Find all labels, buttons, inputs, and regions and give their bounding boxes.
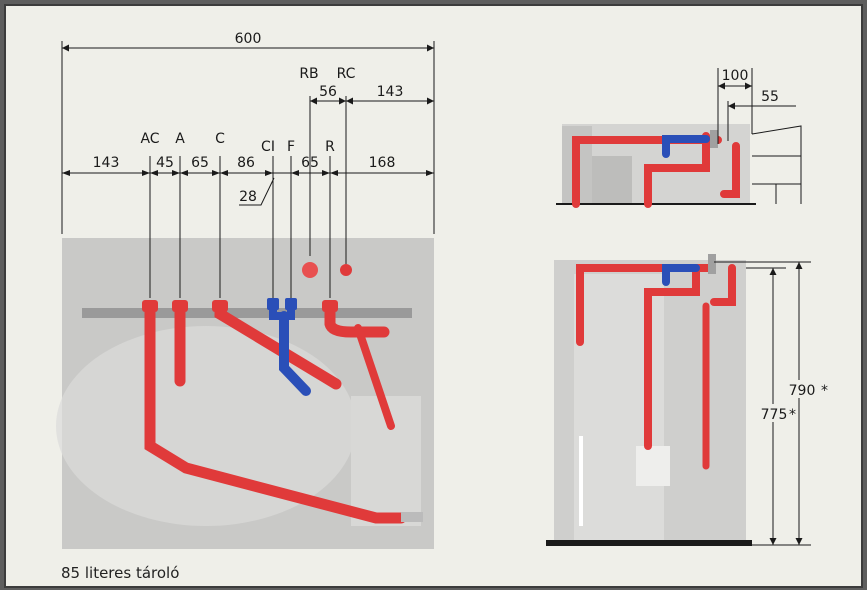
diagram-frame: 600 RB RC 56 143 AC A C CI F R 143 45 65… — [4, 4, 863, 588]
dim-168-label: 168 — [369, 155, 396, 171]
side-view-label-plate — [636, 446, 670, 486]
hot-fittings — [142, 300, 338, 312]
dim-775-bg — [753, 404, 795, 422]
side-view-valve — [708, 254, 716, 274]
conn-c-label: C — [215, 131, 225, 147]
front-view: 600 RB RC 56 143 AC A C CI F R 143 45 65… — [56, 31, 435, 549]
conn-ci-label: CI — [261, 139, 275, 155]
tank-front-shade — [56, 326, 356, 526]
dim-600-label: 600 — [235, 31, 262, 47]
dim-775-asterisk: * — [789, 407, 796, 423]
side-view-pipes — [576, 264, 736, 470]
dim-28-leader — [239, 177, 275, 206]
conn-f-label: F — [287, 139, 295, 155]
dim-790-asterisk: * — [821, 383, 828, 399]
caption: 85 literes tároló — [61, 564, 180, 582]
top-view-pipes — [572, 132, 740, 208]
rc-port — [340, 264, 352, 276]
cold-fittings — [267, 298, 297, 310]
rb-port — [302, 262, 318, 278]
top-view-tank — [592, 156, 632, 204]
dim-65-a-c-label: 65 — [191, 155, 209, 171]
rc-label: RC — [337, 66, 356, 82]
pipe-layout-diagram: 600 RB RC 56 143 AC A C CI F R 143 45 65… — [56, 31, 828, 549]
top-view-wall — [751, 125, 802, 204]
dim-790-label: 790 — [789, 383, 816, 399]
drain-valve — [401, 512, 423, 522]
conn-ac-label: AC — [140, 131, 159, 147]
conn-a-label: A — [175, 131, 185, 147]
dim-28-label: 28 — [239, 189, 257, 205]
dim-143-left-label: 143 — [93, 155, 120, 171]
cold-pipes — [269, 302, 311, 396]
side-view-base — [546, 540, 752, 546]
dim-row-arrows — [62, 170, 434, 176]
dim-56-label: 56 — [319, 84, 337, 100]
side-view-dim-lines — [714, 261, 811, 546]
mounting-rail — [82, 308, 412, 318]
dim-100-label: 100 — [722, 68, 749, 84]
top-view: 100 55 — [556, 68, 802, 208]
dim-775-label: 775 — [761, 407, 788, 423]
dim-45-label: 45 — [156, 155, 174, 171]
dim-55-label: 55 — [761, 89, 779, 105]
rb-label: RB — [299, 66, 318, 82]
conn-r-label: R — [325, 139, 335, 155]
dim-86-label: 86 — [237, 155, 255, 171]
top-view-valve — [710, 130, 718, 148]
dim-790-bg — [785, 380, 825, 398]
dim-143-right-label: 143 — [377, 84, 404, 100]
side-view: 775 * 790 * — [546, 254, 828, 546]
dim-65-f-r-label: 65 — [301, 155, 319, 171]
